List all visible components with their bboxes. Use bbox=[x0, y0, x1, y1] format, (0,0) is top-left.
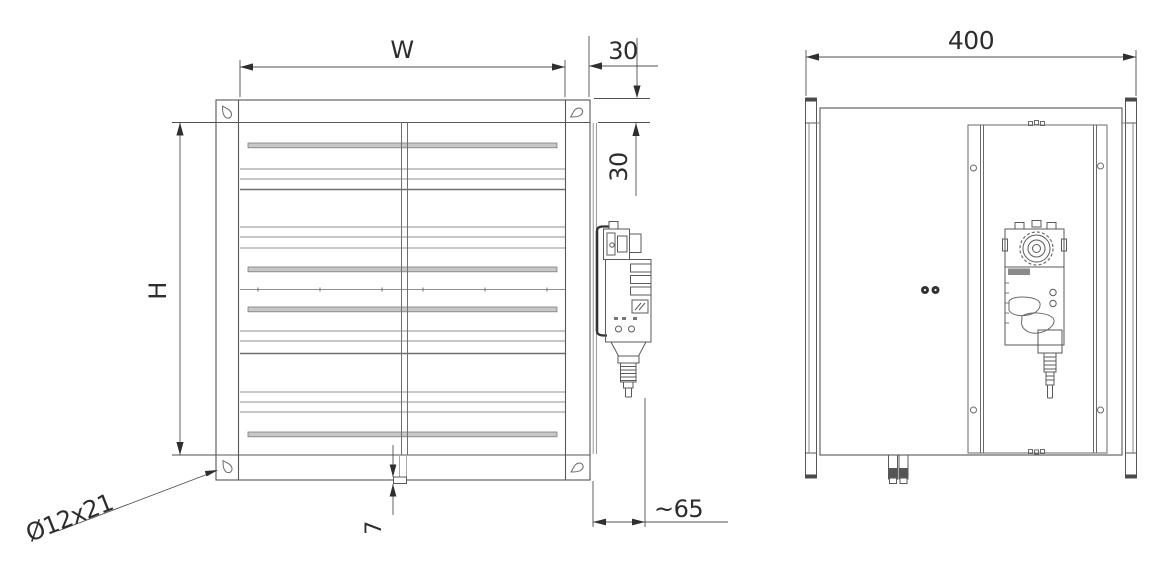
dim-30-side bbox=[598, 122, 650, 196]
slot-callout-label: Ø12x21 bbox=[22, 488, 117, 547]
dim-400-label: 400 bbox=[948, 26, 994, 55]
dim-65 bbox=[592, 398, 728, 527]
actuator-face-icon bbox=[1002, 220, 1067, 399]
dim-400 bbox=[805, 50, 1137, 96]
mounting-panel bbox=[967, 120, 1108, 455]
corner-slot-icons bbox=[222, 105, 584, 474]
dim-65-label: ~65 bbox=[654, 495, 703, 523]
dim-30-top-label: 30 bbox=[608, 37, 638, 65]
corner-slot-icon bbox=[222, 459, 233, 474]
side-flange-right bbox=[1125, 97, 1137, 479]
corner-slot-icon bbox=[222, 105, 232, 119]
side-view: 400 bbox=[805, 26, 1137, 484]
dim-h-label: H bbox=[144, 282, 172, 300]
corner-slot-icon bbox=[570, 462, 584, 473]
dim-w bbox=[239, 60, 566, 97]
side-flange-left bbox=[805, 97, 817, 479]
drain-plugs bbox=[888, 454, 909, 484]
dim-7 bbox=[389, 445, 397, 515]
corner-slot-icon bbox=[569, 107, 584, 118]
actuator-side-icon bbox=[595, 221, 652, 398]
dim-w-label: W bbox=[390, 36, 413, 64]
dim-h bbox=[172, 122, 216, 456]
dim-30-side-label: 30 bbox=[605, 152, 633, 182]
dim-30-top bbox=[588, 36, 658, 99]
louver-blades bbox=[240, 122, 565, 455]
blade-tip bbox=[393, 455, 407, 484]
front-view: W H 30 30 bbox=[22, 36, 728, 548]
blade-axis-ticks bbox=[257, 287, 548, 292]
slot-callout bbox=[57, 470, 218, 532]
side-body bbox=[816, 107, 1126, 456]
center-mullion bbox=[401, 122, 408, 455]
dim-7-label: 7 bbox=[362, 521, 387, 535]
shaft-dots bbox=[921, 286, 940, 294]
